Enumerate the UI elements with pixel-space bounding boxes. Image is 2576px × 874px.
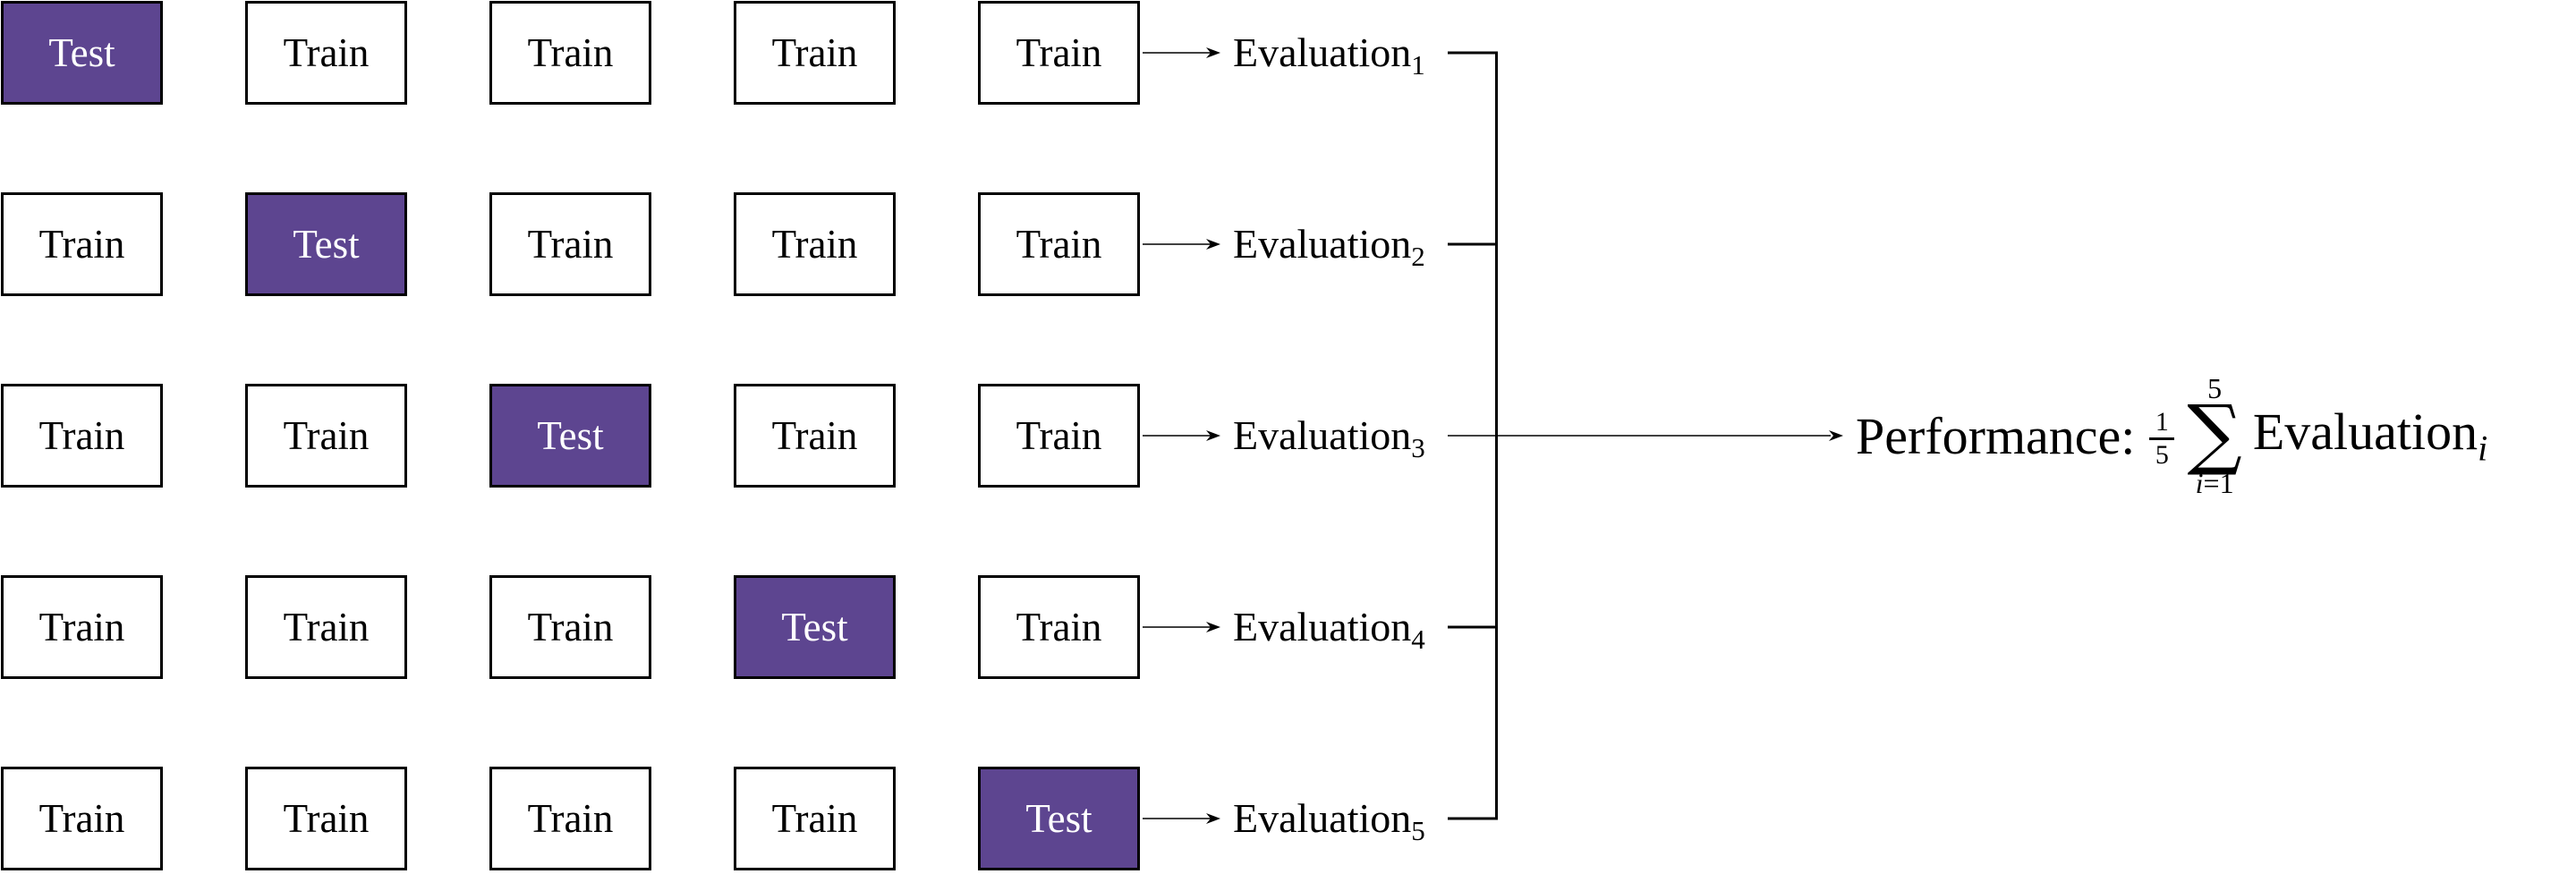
sum-index-variable: i <box>2195 467 2204 500</box>
fold-cell-label: Test <box>537 412 604 458</box>
sum-lower-rest: =1 <box>2203 467 2234 500</box>
fold-cell-label: Train <box>1016 412 1102 458</box>
fold-cell-label: Train <box>771 221 858 267</box>
box-to-evaluation-arrowhead-icon <box>1206 430 1220 441</box>
fold-cell-label: Train <box>1016 604 1102 649</box>
fold-cell-train: Train <box>978 192 1140 296</box>
fold-cell-label: Train <box>527 30 614 75</box>
evaluation-subscript: 5 <box>1411 815 1425 846</box>
fold-cell-train: Train <box>978 1 1140 105</box>
fold-cell-label: Train <box>527 604 614 649</box>
fold-cell-test: Test <box>489 384 651 488</box>
box-to-evaluation-arrowhead-icon <box>1206 47 1220 58</box>
sigma-icon: ∑ <box>2187 388 2242 479</box>
fold-cell-label: Train <box>283 30 370 75</box>
evaluation-label: Evaluation3 <box>1233 409 1425 463</box>
fraction-denominator: 5 <box>2155 439 2169 470</box>
fold-cell-train: Train <box>1 575 163 679</box>
evaluation-label-text: Evaluation <box>1233 604 1412 649</box>
fold-cell-train: Train <box>978 575 1140 679</box>
fold-cell-train: Train <box>1 192 163 296</box>
evaluation-subscript: 4 <box>1411 624 1425 655</box>
fold-cell-label: Test <box>48 30 115 75</box>
box-to-evaluation-arrowhead-icon <box>1206 813 1220 824</box>
one-fifth-fraction: 1 5 <box>2149 407 2175 470</box>
fold-cell-label: Train <box>283 795 370 841</box>
fold-cell-test: Test <box>734 575 896 679</box>
fold-cell-test: Test <box>978 767 1140 870</box>
box-to-evaluation-arrowhead-icon <box>1206 622 1220 632</box>
fold-cell-label: Train <box>527 221 614 267</box>
fold-cell-train: Train <box>245 767 407 870</box>
evaluation-label: Evaluation5 <box>1233 792 1425 846</box>
fold-cell-train: Train <box>489 767 651 870</box>
fold-cell-train: Train <box>489 192 651 296</box>
sum-upper-limit: 5 <box>2207 371 2223 404</box>
evaluation-label: Evaluation4 <box>1233 600 1425 655</box>
fold-cell-train: Train <box>245 384 407 488</box>
fold-cell-train: Train <box>734 1 896 105</box>
evaluation-subscript: 3 <box>1411 432 1425 463</box>
fold-cell-train: Train <box>734 767 896 870</box>
fold-cell-label: Train <box>38 795 125 841</box>
performance-arrowhead-icon <box>1829 430 1843 441</box>
fold-cell-label: Train <box>1016 221 1102 267</box>
summation: 5 ∑ i=1 <box>2187 374 2241 498</box>
evaluation-label: Evaluation2 <box>1233 217 1425 272</box>
fold-cell-label: Train <box>771 795 858 841</box>
fold-cell-label: Train <box>283 412 370 458</box>
fold-cell-label: Test <box>781 604 848 649</box>
evaluation-subscript: 1 <box>1411 49 1425 81</box>
fold-cell-label: Test <box>1025 795 1092 841</box>
fold-cell-train: Train <box>245 575 407 679</box>
fold-cell-train: Train <box>245 1 407 105</box>
fraction-numerator: 1 <box>2155 407 2169 437</box>
fold-cell-train: Train <box>978 384 1140 488</box>
formula-term-text: Evaluation <box>2252 403 2478 462</box>
fold-cell-test: Test <box>1 1 163 105</box>
fold-cell-label: Train <box>527 795 614 841</box>
fold-cell-train: Train <box>489 575 651 679</box>
evaluation-label-text: Evaluation <box>1233 221 1412 267</box>
formula-term: Evaluationi <box>2253 402 2487 470</box>
fraction-bar <box>2149 437 2175 440</box>
evaluation-label-text: Evaluation <box>1233 412 1412 458</box>
fold-cell-label: Train <box>38 412 125 458</box>
fold-cell-label: Test <box>293 221 360 267</box>
evaluation-label-text: Evaluation <box>1233 30 1412 75</box>
performance-formula: Performance: 1 5 5 ∑ i=1 Evaluationi <box>1856 369 2487 503</box>
fold-cell-train: Train <box>489 1 651 105</box>
fold-cell-train: Train <box>734 192 896 296</box>
fold-cell-label: Train <box>38 604 125 649</box>
fold-cell-label: Train <box>771 412 858 458</box>
performance-label: Performance: <box>1856 406 2136 465</box>
fold-cell-label: Train <box>1016 30 1102 75</box>
fold-cell-label: Train <box>283 604 370 649</box>
formula-term-subscript: i <box>2478 428 2488 469</box>
fold-cell-label: Train <box>38 221 125 267</box>
fold-cell-label: Train <box>771 30 858 75</box>
evaluation-label-text: Evaluation <box>1233 795 1412 841</box>
fold-cell-train: Train <box>734 384 896 488</box>
fold-cell-test: Test <box>245 192 407 296</box>
box-to-evaluation-arrowhead-icon <box>1206 239 1220 250</box>
fold-cell-train: Train <box>1 767 163 870</box>
evaluation-subscript: 2 <box>1411 241 1425 272</box>
sum-lower-limit: i=1 <box>2196 469 2234 497</box>
fold-cell-train: Train <box>1 384 163 488</box>
evaluation-label: Evaluation1 <box>1233 26 1425 81</box>
